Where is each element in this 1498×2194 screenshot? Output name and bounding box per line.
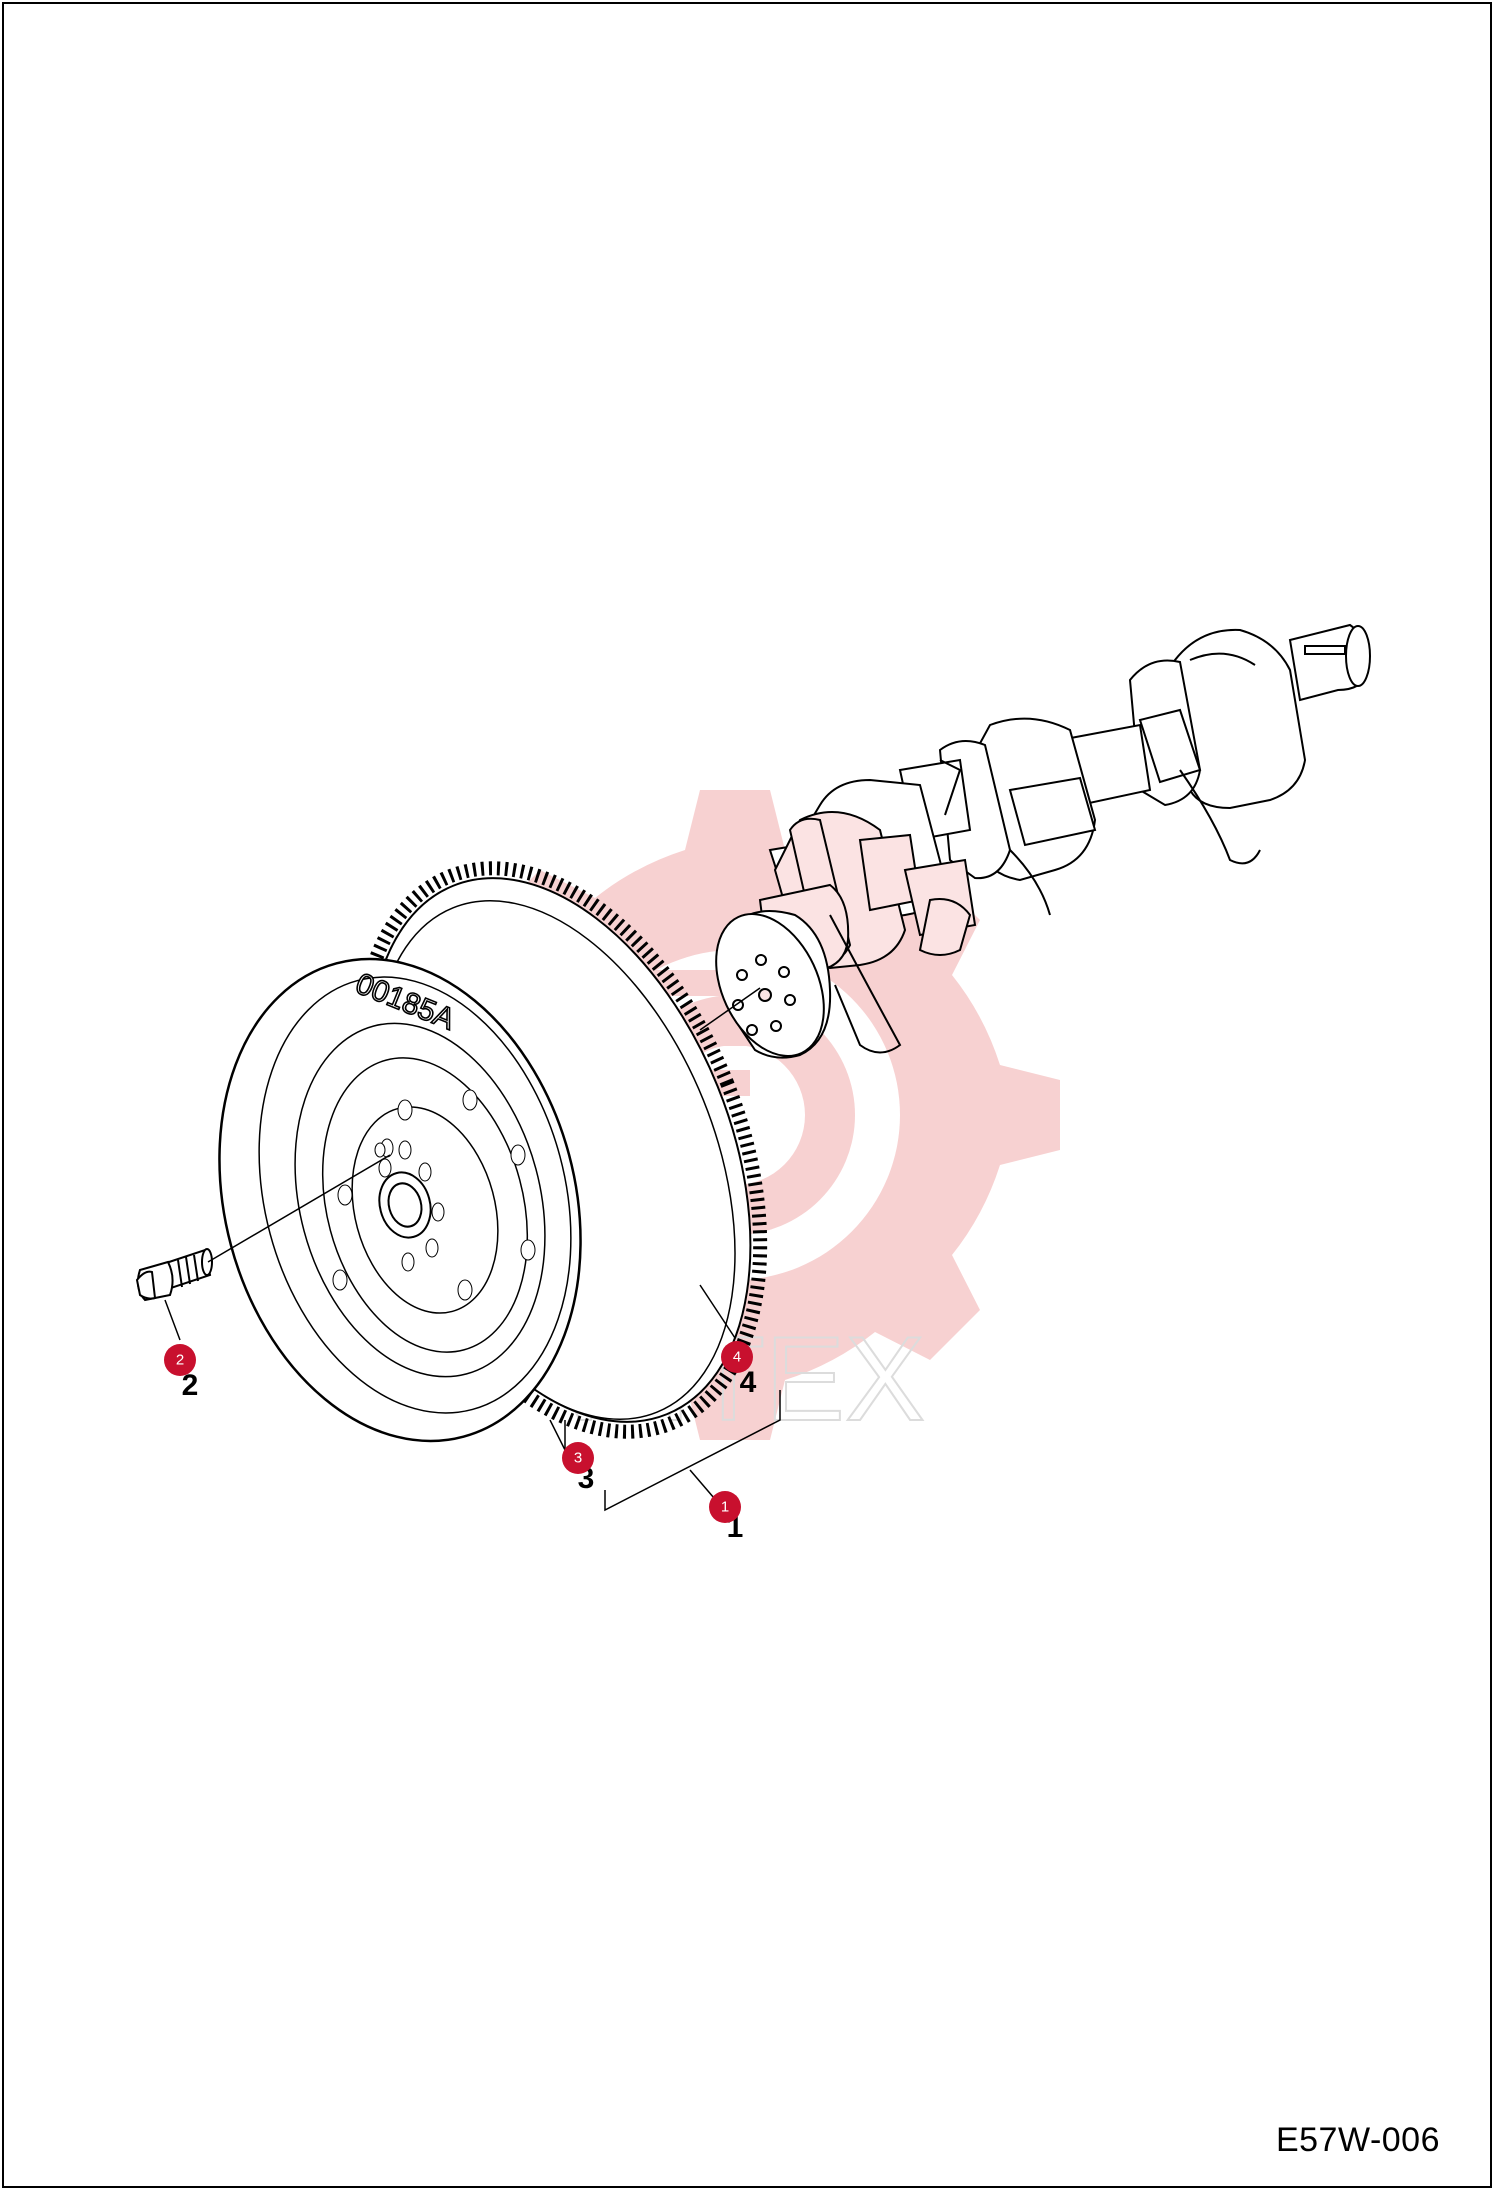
callout-4[interactable]: 4 <box>721 1341 753 1373</box>
callout-2[interactable]: 2 <box>164 1344 196 1376</box>
bolt <box>135 1248 213 1302</box>
part-number-2: 2 <box>182 1369 199 1402</box>
drawing-code: E57W-006 <box>1275 2121 1440 2159</box>
callout-3-label: 3 <box>574 1450 582 1467</box>
callout-4-label: 4 <box>733 1349 741 1366</box>
callout-1-label: 1 <box>721 1499 729 1516</box>
flywheel-assembly: 00185A <box>218 861 768 1443</box>
ring-gear <box>352 861 768 1439</box>
part-number-4: 4 <box>740 1366 757 1399</box>
callout-3[interactable]: 3 <box>562 1442 594 1474</box>
callout-2-label: 2 <box>176 1352 184 1369</box>
callout-1[interactable]: 1 <box>709 1491 741 1523</box>
crankshaft <box>715 623 1371 1059</box>
